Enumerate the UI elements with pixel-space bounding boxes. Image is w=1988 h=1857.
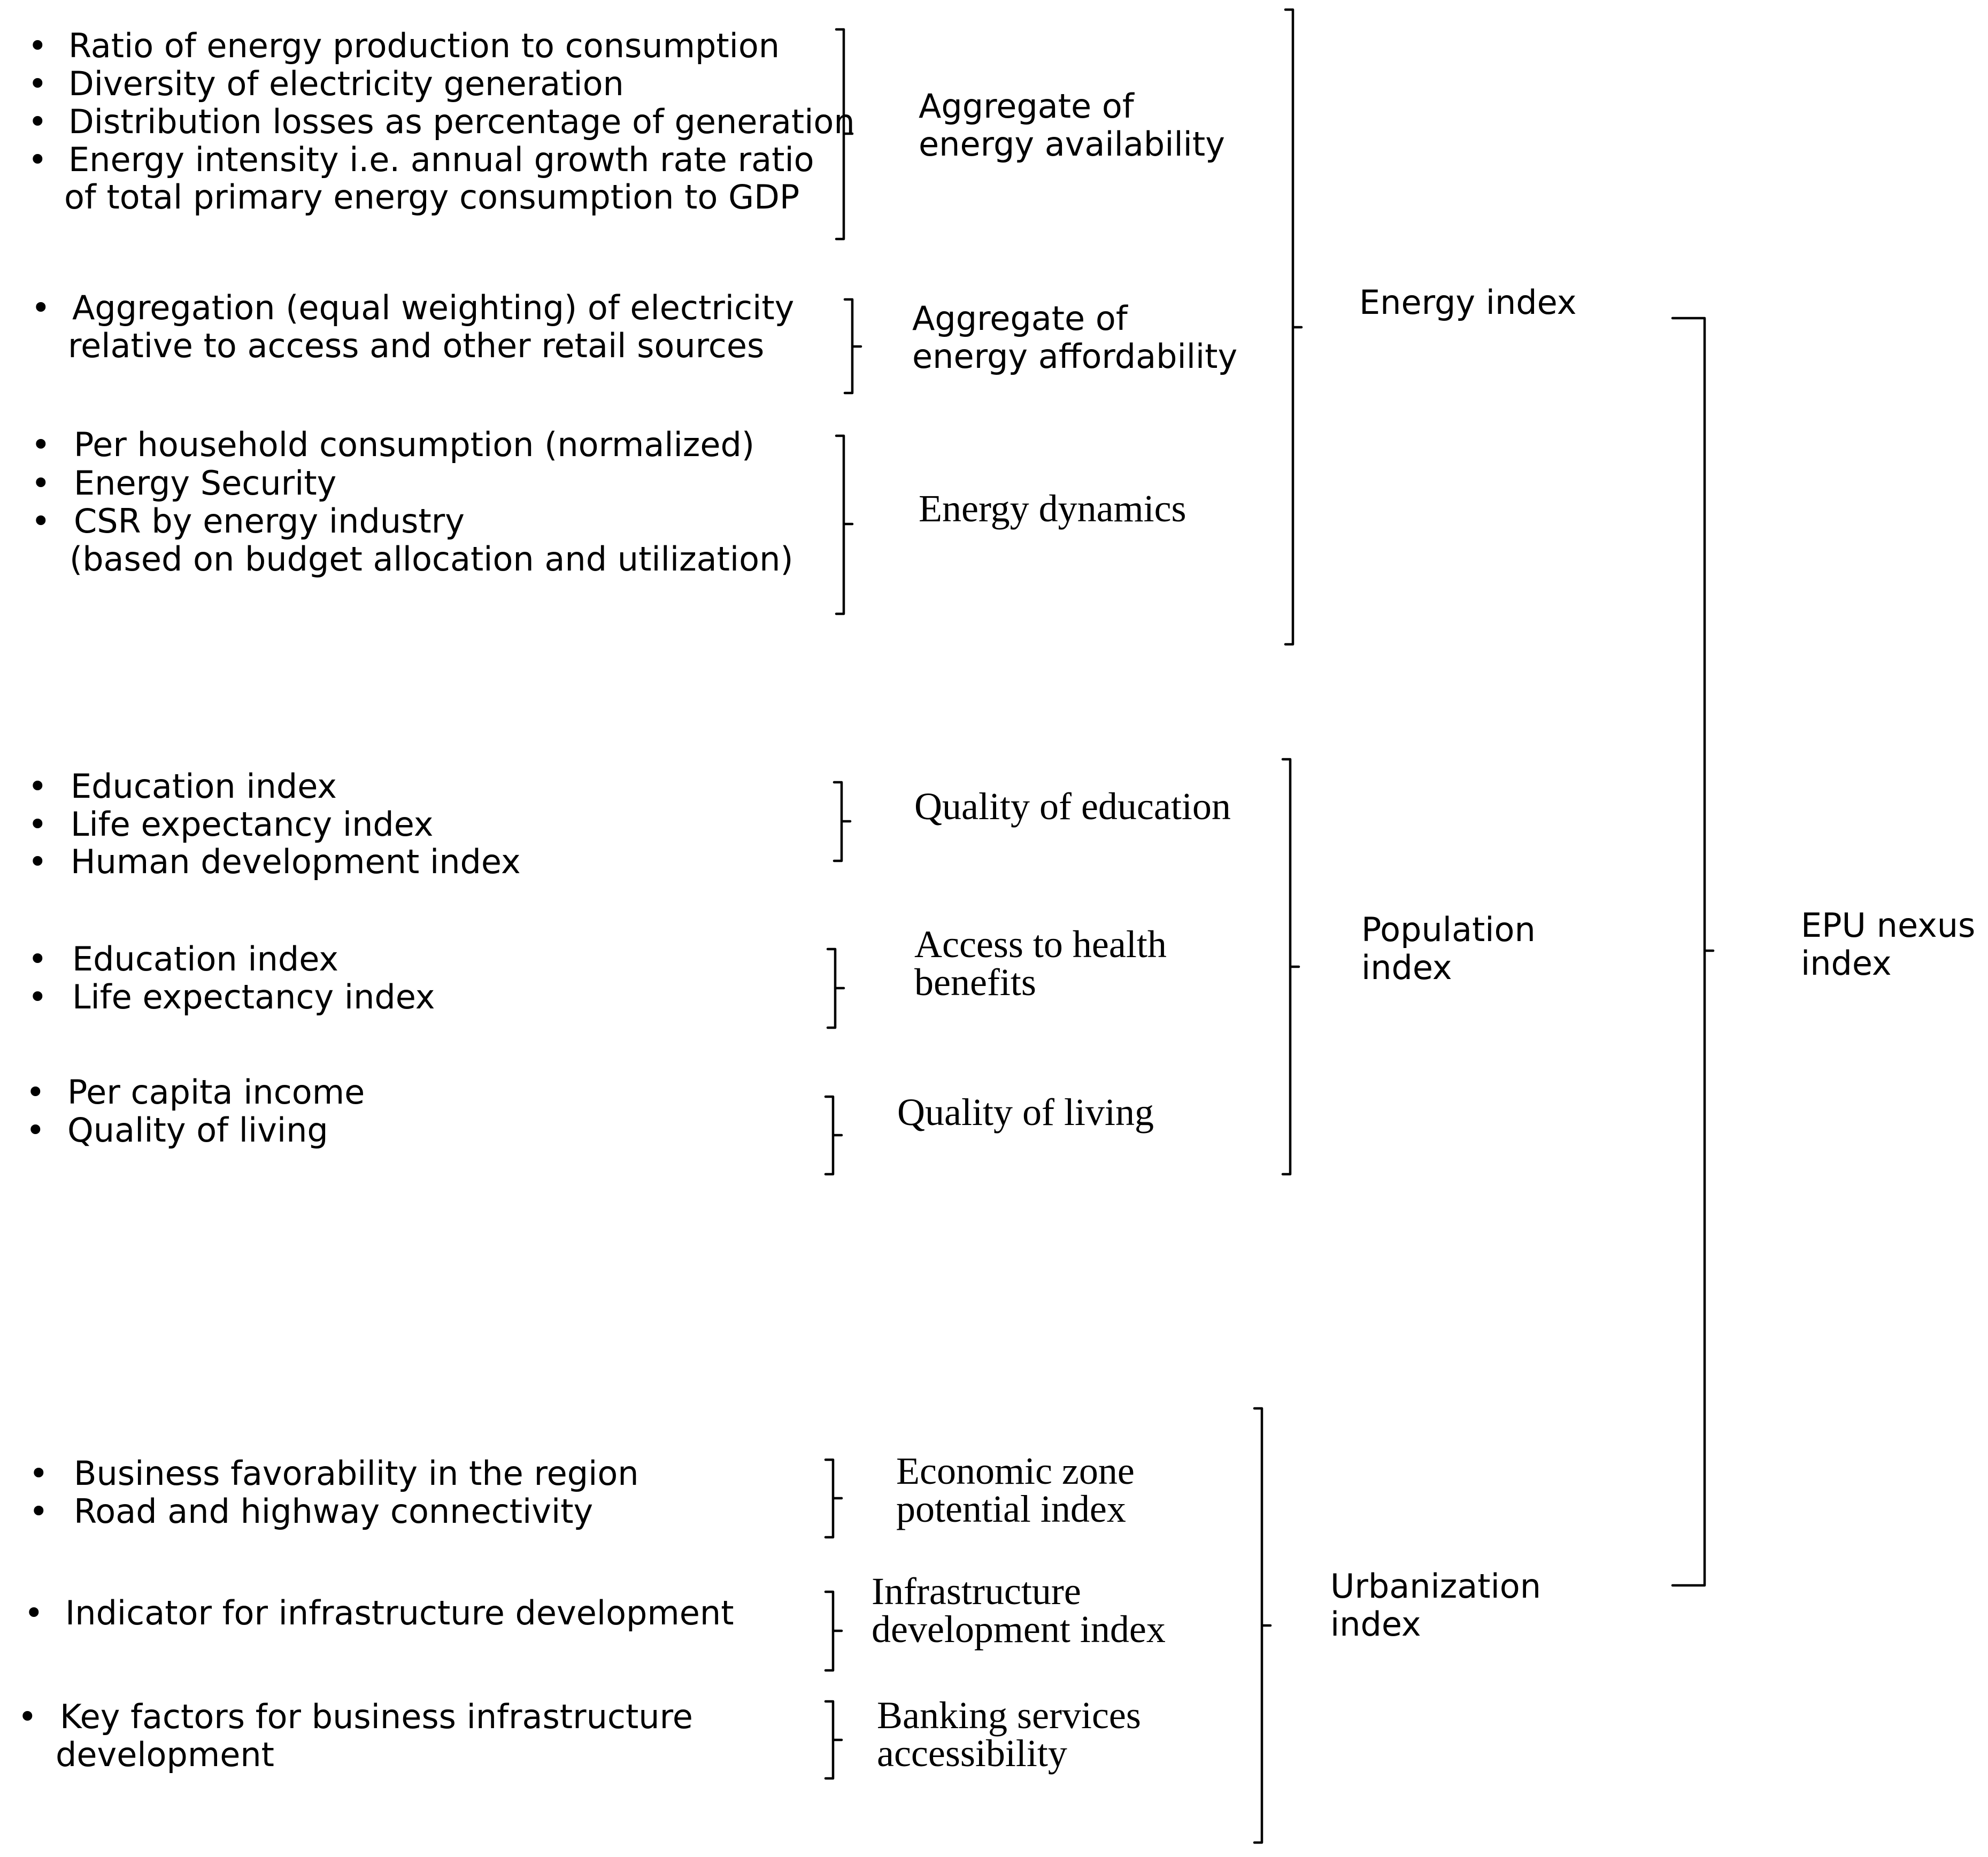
bullet-point: • xyxy=(31,425,51,464)
sub-index-label: Banking services xyxy=(877,1694,1141,1737)
final-bracket xyxy=(1671,317,1715,1587)
sub-index-label: development index xyxy=(872,1608,1166,1651)
indicator-text: Per household consumption (normalized) xyxy=(74,425,754,464)
indicator-text: Education index xyxy=(71,767,337,806)
sub-index-label: Aggregate of xyxy=(912,299,1129,338)
sub-index-label: energy affordability xyxy=(912,337,1237,376)
sub-index-bracket xyxy=(1284,8,1303,646)
bullet-point: • xyxy=(28,26,48,65)
bullet-point: • xyxy=(28,842,48,881)
indicator-text: CSR by energy industry xyxy=(74,502,465,541)
indicator-text: Quality of living xyxy=(67,1111,328,1150)
indicator-text: Distribution losses as percentage of gen… xyxy=(68,102,855,141)
indicator-bracket xyxy=(824,1700,843,1780)
sub-index-label: energy availability xyxy=(919,125,1225,164)
indicator-text: Business favorability in the region xyxy=(74,1454,639,1493)
sub-index-label: accessibility xyxy=(877,1732,1067,1775)
sub-index-label: Energy dynamics xyxy=(919,487,1186,530)
indicator-text: Energy Security xyxy=(74,464,336,503)
index-label: Urbanization xyxy=(1330,1567,1541,1606)
sub-index-label: Quality of living xyxy=(897,1091,1154,1134)
indicator-text: Life expectancy index xyxy=(72,977,435,1016)
indicator-text: Diversity of electricity generation xyxy=(68,64,624,103)
sub-index-label: Infrastructure xyxy=(872,1570,1081,1613)
bullet-point: • xyxy=(24,1593,44,1632)
bullet-point: • xyxy=(28,805,48,844)
bullet-point: • xyxy=(28,140,48,179)
indicator-text: relative to access and other retail sour… xyxy=(68,326,764,365)
bullet-point: • xyxy=(28,102,48,141)
indicator-text: Human development index xyxy=(71,842,521,881)
indicator-text: of total primary energy consumption to G… xyxy=(64,178,799,217)
bullet-point: • xyxy=(18,1697,37,1736)
indicator-text: Indicator for infrastructure development xyxy=(65,1593,734,1632)
bullet-point: • xyxy=(28,64,48,103)
indicator-bracket xyxy=(824,1590,843,1672)
indicator-text: Life expectancy index xyxy=(71,805,434,844)
bullet-point: • xyxy=(31,502,51,541)
indicator-bracket xyxy=(843,298,862,395)
indicator-text: Education index xyxy=(72,939,338,978)
bullet-point: • xyxy=(28,977,48,1016)
bullet-point: • xyxy=(26,1073,45,1112)
indicator-text: Energy intensity i.e. annual growth rate… xyxy=(68,140,814,179)
indicator-text: Ratio of energy production to consumptio… xyxy=(68,26,780,65)
sub-index-label: Aggregate of xyxy=(919,87,1135,126)
sub-index-bracket xyxy=(1253,1407,1272,1844)
bullet-point: • xyxy=(31,288,51,327)
bullet-point: • xyxy=(28,767,48,806)
final-index-label: EPU nexus xyxy=(1801,906,1975,945)
indicator-bracket xyxy=(835,28,854,241)
indicator-text: Road and highway connectivity xyxy=(74,1492,593,1531)
indicator-text: Aggregation (equal weighting) of electri… xyxy=(72,288,794,327)
final-index-label: index xyxy=(1801,944,1892,983)
index-label: index xyxy=(1361,948,1452,987)
sub-index-label: potential index xyxy=(896,1488,1126,1530)
indicator-bracket xyxy=(824,1458,843,1539)
sub-index-bracket xyxy=(1281,758,1300,1176)
indicator-text: Per capita income xyxy=(67,1073,365,1112)
index-label: index xyxy=(1330,1605,1421,1644)
indicator-bracket xyxy=(826,947,845,1029)
sub-index-label: Access to health xyxy=(914,923,1167,966)
bullet-point: • xyxy=(31,464,51,503)
bullet-point: • xyxy=(29,1492,49,1531)
indicator-text: Key factors for business infrastructure xyxy=(60,1697,693,1736)
indicator-bracket xyxy=(824,1095,843,1176)
indicator-bracket xyxy=(833,781,852,862)
sub-index-label: benefits xyxy=(914,961,1036,1004)
bullet-point: • xyxy=(29,1454,49,1493)
index-label: Population xyxy=(1361,910,1536,949)
bullet-point: • xyxy=(26,1111,45,1150)
sub-index-label: Economic zone xyxy=(896,1450,1135,1492)
indicator-text: development xyxy=(56,1735,274,1774)
indicator-text: (based on budget allocation and utilizat… xyxy=(70,540,793,579)
indicator-bracket xyxy=(835,434,854,615)
sub-index-label: Quality of education xyxy=(914,785,1231,828)
bullet-point: • xyxy=(28,939,48,978)
index-label: Energy index xyxy=(1359,283,1576,322)
